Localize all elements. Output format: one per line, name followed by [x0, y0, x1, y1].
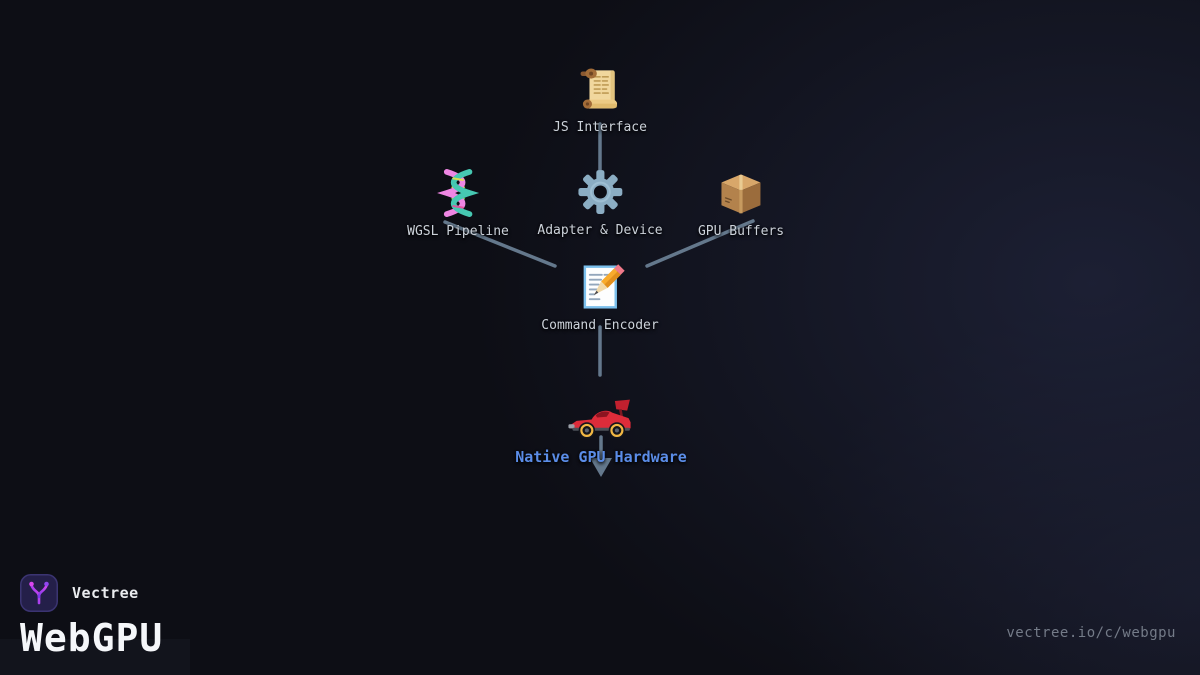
node-label: Command Encoder — [541, 318, 659, 333]
gear-icon — [574, 166, 626, 218]
node-label: GPU Buffers — [697, 224, 785, 239]
brand-block: Vectree WebGPU — [20, 574, 163, 657]
package-icon — [715, 167, 767, 219]
node-adapter-device[interactable]: Adapter & Device — [537, 166, 663, 238]
watermark-url: vectree.io/c/webgpu — [1006, 625, 1176, 641]
corner-panel — [0, 639, 190, 675]
brand-name: Vectree — [72, 584, 139, 602]
racing-car-icon — [568, 399, 634, 440]
node-label: Adapter & Device — [537, 223, 663, 238]
node-label: Native GPU Hardware — [515, 448, 687, 466]
dna-icon — [432, 167, 484, 219]
node-native-gpu-hardware[interactable]: Native GPU Hardware — [515, 399, 687, 466]
node-wgsl-pipeline[interactable]: WGSL Pipeline — [407, 167, 509, 239]
vectree-logo-icon — [20, 574, 58, 612]
node-label: WGSL Pipeline — [407, 224, 509, 239]
node-label: JS Interface — [553, 120, 647, 135]
node-js-interface[interactable]: JS Interface — [553, 63, 647, 135]
page-title: WebGPU — [20, 616, 164, 660]
node-command-encoder[interactable]: Command Encoder — [541, 261, 659, 333]
scroll-icon — [574, 63, 626, 115]
node-gpu-buffers[interactable]: GPU Buffers — [698, 167, 784, 239]
memo-icon — [574, 261, 626, 313]
